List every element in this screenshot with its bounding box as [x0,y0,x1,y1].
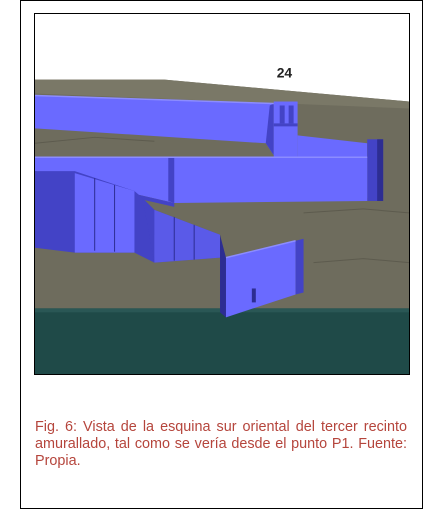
gate [251,288,256,303]
figure-frame: 24 Fig. 6: Vista de la esquina sur orien… [20,0,423,509]
plan-label: 24 [277,65,293,81]
figure-caption: Fig. 6: Vista de la esquina sur oriental… [35,419,407,469]
lower-wall-corner [225,240,296,318]
upper-wall [35,95,274,156]
fortification-render: 24 [35,14,409,374]
water [35,308,409,374]
middle-wall [35,157,368,203]
figure-image: 24 [34,13,410,375]
tower [273,101,298,158]
